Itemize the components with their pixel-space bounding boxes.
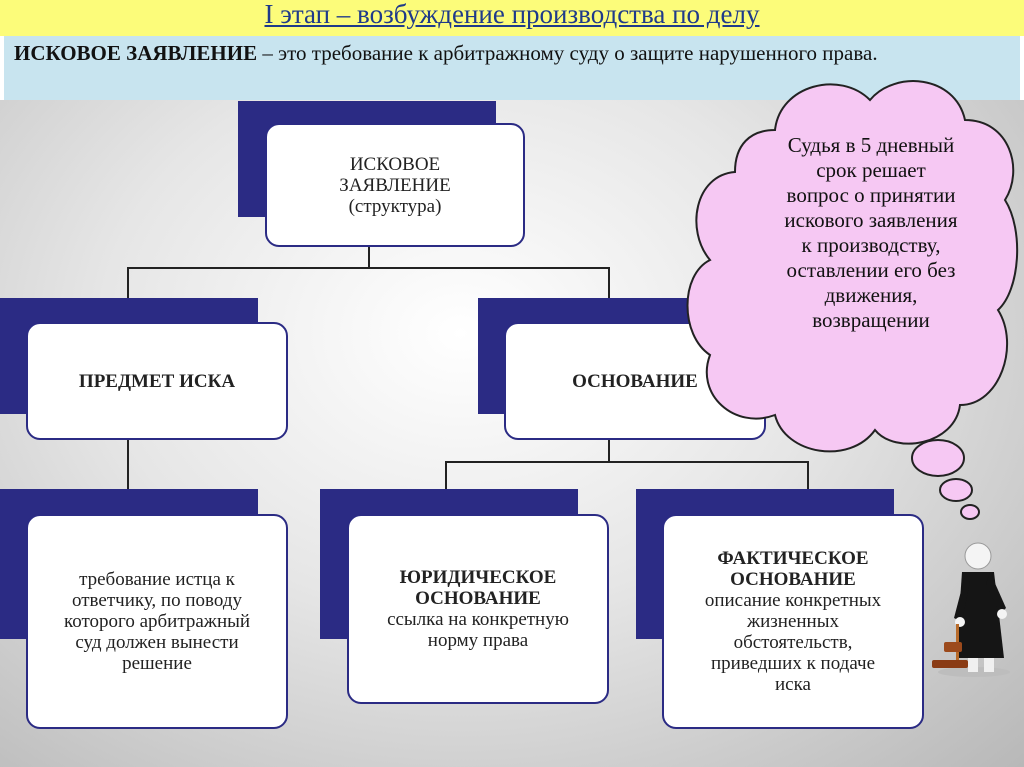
legal-basis-node: ЮРИДИЧЕСКОЕ ОСНОВАНИЕ ссылка на конкретн… xyxy=(347,514,609,704)
definition-term: ИСКОВОЕ ЗАЯВЛЕНИЕ xyxy=(14,41,258,65)
root-label-line1: ИСКОВОЕ xyxy=(349,153,441,175)
connector xyxy=(608,267,610,299)
callout-line: к производству, xyxy=(801,233,941,257)
callout-text: Судья в 5 дневный срок решает вопрос о п… xyxy=(740,133,1002,333)
callout-line: срок решает xyxy=(816,158,926,182)
subject-label: ПРЕДМЕТ ИСКА xyxy=(78,370,236,392)
slide-title: I этап – возбуждение производства по дел… xyxy=(0,0,1024,36)
cloud-bubble xyxy=(960,504,980,520)
legal-basis-line: ссылка на конкретную xyxy=(387,609,569,630)
factual-basis-line: описание конкретных xyxy=(704,590,882,611)
factual-basis-line: иска xyxy=(775,674,811,695)
factual-basis-line: обстоятельств, xyxy=(733,632,853,653)
subject-detail-line: ответчику, по поводу xyxy=(72,590,242,611)
thought-cloud xyxy=(686,80,1019,520)
connector xyxy=(368,246,370,268)
root-label-line2: ЗАЯВЛЕНИЕ xyxy=(339,174,451,196)
factual-basis-line: жизненных xyxy=(746,611,839,632)
factual-basis-title: ФАКТИЧЕСКОЕ xyxy=(717,548,869,569)
connector xyxy=(127,440,129,490)
definition-text: – это требование к арбитражному суду о з… xyxy=(257,41,878,65)
root-label-line3: (структура) xyxy=(348,195,442,217)
subject-detail-line: суд должен вынести xyxy=(75,632,239,653)
factual-basis-title: ОСНОВАНИЕ xyxy=(730,569,856,590)
factual-basis-line: приведших к подаче xyxy=(710,653,876,674)
connector xyxy=(127,267,610,269)
cloud-bubble xyxy=(939,478,973,502)
callout-line: Судья в 5 дневный xyxy=(787,133,955,157)
subject-detail-line: которого арбитражный xyxy=(63,611,251,632)
root-node: ИСКОВОЕ ЗАЯВЛЕНИЕ (структура) xyxy=(265,123,525,247)
subject-detail-node: требование истца к ответчику, по поводу … xyxy=(26,514,288,729)
judge-figure-icon xyxy=(932,542,1010,677)
cloud-shape xyxy=(686,80,1019,453)
connector xyxy=(445,461,447,491)
callout-line: движения, xyxy=(824,283,918,307)
callout-line: вопрос о принятии xyxy=(786,183,956,207)
definition-box: ИСКОВОЕ ЗАЯВЛЕНИЕ – это требование к арб… xyxy=(4,36,1020,100)
callout-line: искового заявления xyxy=(784,208,958,232)
legal-basis-title: ОСНОВАНИЕ xyxy=(415,588,541,609)
connector xyxy=(608,440,610,462)
basis-label: ОСНОВАНИЕ xyxy=(572,370,698,392)
cloud-bubble xyxy=(911,439,965,477)
connector xyxy=(127,267,129,299)
subject-detail-line: требование истца к xyxy=(79,569,235,590)
callout-line: возвращении xyxy=(812,308,930,332)
legal-basis-title: ЮРИДИЧЕСКОЕ xyxy=(399,567,557,588)
connector xyxy=(445,461,809,463)
subject-detail-line: решение xyxy=(122,653,192,674)
callout-line: оставлении его без xyxy=(786,258,956,282)
subject-node: ПРЕДМЕТ ИСКА xyxy=(26,322,288,440)
connector xyxy=(807,461,809,491)
legal-basis-line: норму права xyxy=(427,630,529,651)
factual-basis-node: ФАКТИЧЕСКОЕ ОСНОВАНИЕ описание конкретны… xyxy=(662,514,924,729)
